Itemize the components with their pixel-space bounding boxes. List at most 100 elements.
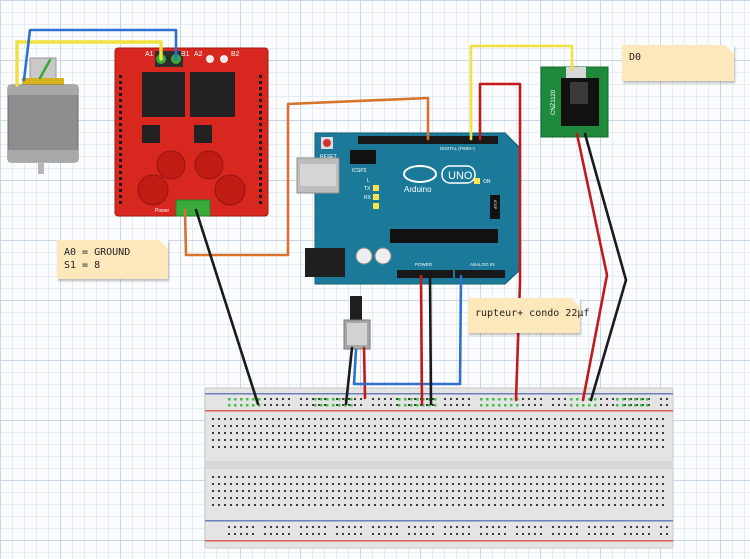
breadboard-hole xyxy=(590,490,592,492)
breadboard-hole xyxy=(594,398,597,401)
breadboard-hole xyxy=(596,497,598,499)
breadboard-hole xyxy=(518,497,520,499)
breadboard-hole xyxy=(308,490,310,492)
arduino-uno[interactable]: UNO Arduino RESET ICSP2 DIGITAL (PWM~) P… xyxy=(296,132,521,285)
breadboard-hole xyxy=(344,490,346,492)
breadboard-hole xyxy=(384,533,386,535)
breadboard-hole xyxy=(278,439,280,441)
breadboard-hole xyxy=(254,476,256,478)
breadboard-hole xyxy=(590,432,592,434)
breadboard-hole xyxy=(488,425,490,427)
breadboard-hole xyxy=(336,404,338,406)
breadboard-hole xyxy=(248,497,250,499)
breadboard-hole xyxy=(398,476,400,478)
breadboard-hole xyxy=(440,483,442,485)
breadboard-hole xyxy=(374,439,376,441)
breadboard-hole xyxy=(296,439,298,441)
breadboard-hole xyxy=(404,398,407,401)
breadboard-hole xyxy=(374,490,376,492)
breadboard-hole xyxy=(308,418,310,420)
motor-driver-board[interactable]: A1 B1 A2 B2 Power xyxy=(114,47,269,217)
breadboard-hole xyxy=(296,425,298,427)
breadboard-hole xyxy=(428,439,430,441)
potentiometer[interactable] xyxy=(343,296,371,350)
breadboard-hole xyxy=(644,446,646,448)
breadboard-hole xyxy=(392,439,394,441)
breadboard-hole xyxy=(278,476,280,478)
breadboard-hole xyxy=(416,504,418,506)
breadboard-hole xyxy=(506,418,508,420)
breadboard-hole xyxy=(386,490,388,492)
breadboard-hole xyxy=(476,476,478,478)
breadboard-hole xyxy=(259,111,262,114)
breadboard-hole xyxy=(434,476,436,478)
breadboard-hole xyxy=(444,526,446,528)
breadboard-hole xyxy=(640,398,643,401)
wire-yellow-d0 xyxy=(469,44,574,141)
breadboard-hole xyxy=(542,432,544,434)
breadboard-hole xyxy=(212,490,214,492)
breadboard-hole xyxy=(260,439,262,441)
breadboard-hole xyxy=(224,446,226,448)
breadboard-hole xyxy=(434,446,436,448)
breadboard-hole xyxy=(372,398,374,400)
breadboard-hole xyxy=(542,497,544,499)
breadboard-hole xyxy=(606,533,608,535)
breadboard-hole xyxy=(626,497,628,499)
breadboard-hole xyxy=(320,446,322,448)
breadboard-hole xyxy=(338,425,340,427)
breadboard-hole xyxy=(242,418,244,420)
breadboard-hole xyxy=(446,439,448,441)
breadboard-hole xyxy=(482,483,484,485)
breadboard-hole xyxy=(468,533,470,535)
breadboard-hole xyxy=(350,476,352,478)
breadboard[interactable] xyxy=(204,387,674,549)
breadboard-hole xyxy=(542,439,544,441)
breadboard-hole xyxy=(630,404,632,406)
breadboard-hole xyxy=(248,476,250,478)
breadboard-hole xyxy=(324,404,326,406)
breadboard-hole xyxy=(236,432,238,434)
breadboard-hole xyxy=(384,526,386,528)
breadboard-hole xyxy=(248,425,250,427)
breadboard-hole xyxy=(506,504,508,506)
breadboard-hole xyxy=(314,497,316,499)
breadboard-hole xyxy=(272,432,274,434)
breadboard-hole xyxy=(542,446,544,448)
breadboard-hole xyxy=(218,504,220,506)
breadboard-hole xyxy=(326,418,328,420)
breadboard-hole xyxy=(266,490,268,492)
breadboard-hole xyxy=(600,526,602,528)
breadboard-hole xyxy=(506,446,508,448)
breadboard-hole xyxy=(308,432,310,434)
breadboard-hole xyxy=(458,476,460,478)
breadboard-hole xyxy=(410,425,412,427)
breadboard-hole xyxy=(362,418,364,420)
breadboard-hole xyxy=(524,446,526,448)
breadboard-hole xyxy=(284,483,286,485)
breadboard-hole xyxy=(566,446,568,448)
breadboard-hole xyxy=(312,404,314,406)
breadboard-hole xyxy=(392,490,394,492)
breadboard-hole xyxy=(416,497,418,499)
breadboard-hole xyxy=(398,439,400,441)
breadboard-hole xyxy=(596,483,598,485)
breadboard-hole xyxy=(259,195,262,198)
breadboard-hole xyxy=(428,504,430,506)
breadboard-hole xyxy=(302,504,304,506)
breadboard-hole xyxy=(560,446,562,448)
breadboard-hole xyxy=(650,439,652,441)
breadboard-hole xyxy=(630,398,632,400)
breadboard-hole xyxy=(476,504,478,506)
dc-motor[interactable] xyxy=(7,57,79,174)
breadboard-hole xyxy=(666,404,668,406)
breadboard-hole xyxy=(374,476,376,478)
breadboard-hole xyxy=(290,446,292,448)
breadboard-hole xyxy=(342,398,344,400)
breadboard-hole xyxy=(620,497,622,499)
breadboard-hole xyxy=(570,533,572,535)
breadboard-hole xyxy=(626,490,628,492)
breadboard-hole xyxy=(584,490,586,492)
optical-sensor[interactable]: CNZ1120 xyxy=(540,66,609,138)
breadboard-hole xyxy=(344,476,346,478)
